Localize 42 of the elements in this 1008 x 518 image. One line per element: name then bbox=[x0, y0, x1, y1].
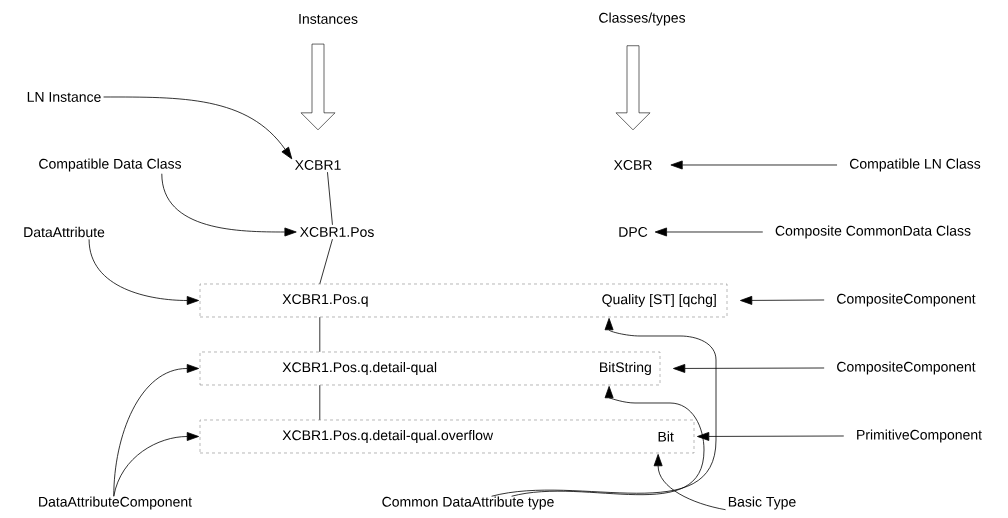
block-arrow bbox=[615, 45, 651, 131]
label-text: PrimitiveComponent bbox=[857, 429, 982, 443]
arrow bbox=[113, 364, 199, 497]
label-text: Composite CommonData Class bbox=[775, 225, 971, 239]
label-text: DPC bbox=[619, 227, 648, 237]
attribute-name: XCBR1.Pos.q.detail-qual bbox=[282, 361, 437, 375]
label-text: Basic Type bbox=[728, 496, 796, 510]
label-text: Compatible LN Class bbox=[849, 158, 981, 172]
label-text: XCBR1 bbox=[295, 160, 341, 170]
label-text: Common DataAttribute type bbox=[382, 496, 554, 510]
label-text: XCBR bbox=[613, 160, 652, 170]
arrow bbox=[697, 432, 845, 441]
connector-line bbox=[319, 384, 321, 421]
block-arrow bbox=[300, 43, 336, 131]
label-text: Compatible Data Class bbox=[39, 158, 182, 172]
arrow bbox=[161, 173, 297, 237]
type-name: Bit bbox=[658, 431, 674, 442]
arrow bbox=[511, 386, 705, 497]
arrow bbox=[88, 238, 199, 305]
label-text: LN Instance bbox=[27, 92, 101, 102]
type-name: BitString bbox=[600, 361, 651, 375]
arrow bbox=[673, 364, 825, 373]
label-text: XCBR1.Pos bbox=[300, 227, 374, 237]
attribute-name: XCBR1.Pos.q.detail-qual.overflow bbox=[282, 429, 494, 443]
label-text: CompositeComponent bbox=[837, 361, 976, 375]
connector-line bbox=[319, 238, 333, 285]
connector-line bbox=[327, 171, 333, 226]
label-text: DataAttribute bbox=[24, 226, 105, 238]
arrow bbox=[491, 318, 717, 497]
arrow bbox=[654, 227, 764, 237]
label-text: Instances bbox=[299, 14, 358, 24]
label-text: DataAttributeComponent bbox=[39, 496, 192, 510]
arrow bbox=[740, 295, 825, 305]
arrow bbox=[670, 160, 838, 170]
label-text: CompositeComponent bbox=[837, 293, 976, 307]
arrow bbox=[113, 432, 199, 497]
label-text: Classes/types bbox=[599, 12, 686, 26]
arrow bbox=[103, 96, 293, 160]
arrow bbox=[653, 454, 726, 511]
type-name: Quality [ST] [qchg] bbox=[602, 293, 716, 307]
attribute-name: XCBR1.Pos.q bbox=[282, 294, 368, 307]
connector-line bbox=[319, 316, 321, 353]
